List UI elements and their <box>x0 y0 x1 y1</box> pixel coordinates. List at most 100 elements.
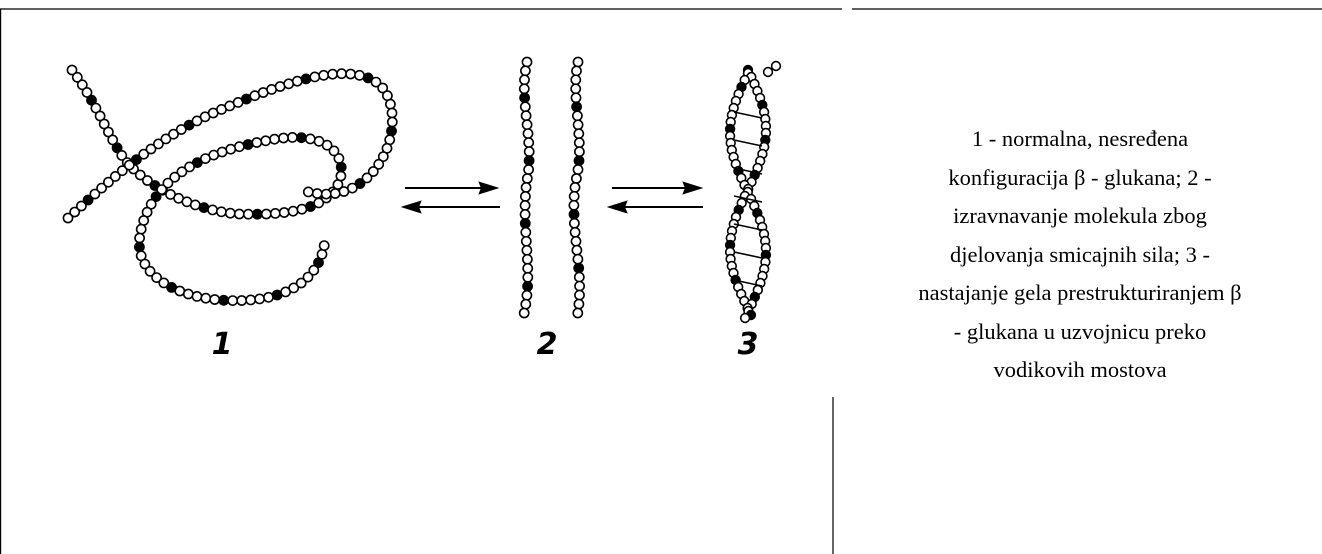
open-bead <box>296 203 308 215</box>
open-bead <box>151 272 162 283</box>
label-2: 2 <box>537 327 558 362</box>
filled-bead <box>519 92 530 104</box>
open-bead <box>367 166 379 177</box>
open-bead <box>158 277 170 289</box>
open-bead <box>209 294 221 305</box>
open-bead <box>521 173 533 184</box>
open-bead <box>739 312 751 324</box>
open-bead <box>518 83 530 95</box>
open-bead <box>254 293 265 305</box>
filled-bead <box>573 155 585 167</box>
open-bead <box>569 226 581 238</box>
filled-bead <box>251 208 263 220</box>
hydrogen-bond <box>733 195 763 203</box>
structure-1-tangled-chain <box>62 64 398 306</box>
open-bead <box>329 188 341 199</box>
open-bead <box>520 181 532 193</box>
open-bead <box>519 101 531 113</box>
structure-2-straight-chains <box>518 56 585 319</box>
open-bead <box>302 271 314 283</box>
open-bead <box>286 131 298 143</box>
open-bead <box>242 208 254 220</box>
open-bead <box>572 307 584 319</box>
open-bead <box>251 137 263 148</box>
filled-bead <box>523 155 535 166</box>
open-bead <box>520 235 532 247</box>
open-bead <box>224 207 236 219</box>
filled-bead <box>150 191 162 202</box>
open-bead <box>311 188 323 199</box>
open-bead <box>263 291 274 303</box>
open-bead <box>145 143 157 155</box>
open-bead <box>162 177 174 189</box>
open-bead <box>107 134 119 146</box>
open-bead <box>370 76 382 88</box>
open-bead <box>520 298 532 310</box>
filled-bead <box>82 194 94 206</box>
filled-bead <box>300 73 312 85</box>
open-bead <box>574 289 585 301</box>
open-bead <box>233 208 245 220</box>
open-bead <box>245 294 257 306</box>
open-bead <box>288 282 300 294</box>
open-bead <box>377 151 389 162</box>
open-bead <box>156 184 168 195</box>
open-bead <box>116 165 128 177</box>
label-1: 1 <box>212 327 233 362</box>
open-bead <box>287 205 299 217</box>
open-bead <box>318 240 330 251</box>
hydrogen-bond <box>733 251 763 259</box>
filled-bead <box>568 208 580 220</box>
filled-bead <box>571 101 582 113</box>
hydrogen-bond <box>733 167 763 175</box>
open-bead <box>182 288 194 300</box>
open-bead <box>569 217 580 229</box>
open-bead <box>523 137 535 148</box>
open-bead <box>523 146 535 157</box>
open-bead <box>573 298 585 310</box>
open-bead <box>233 141 245 153</box>
filled-bead <box>133 241 145 253</box>
open-bead <box>175 124 187 135</box>
open-bead <box>572 110 583 122</box>
hydrogen-bond <box>733 111 763 119</box>
open-bead <box>338 186 350 197</box>
open-bead <box>76 200 87 212</box>
filled-bead <box>573 262 585 274</box>
open-bead <box>573 128 585 140</box>
open-bead <box>523 164 534 175</box>
open-bead <box>522 271 534 283</box>
filled-bead <box>111 142 123 154</box>
open-bead <box>215 206 227 218</box>
open-bead <box>571 244 583 256</box>
filled-bead <box>386 125 397 137</box>
caption-line: nastajanje gela prestrukturiranjem β <box>918 280 1242 305</box>
open-bead <box>318 69 330 81</box>
open-bead <box>519 208 531 220</box>
filled-bead <box>242 139 254 150</box>
open-bead <box>278 132 289 144</box>
filled-bead <box>130 154 142 165</box>
equilibrium-arrows-1-2 <box>400 181 500 214</box>
open-bead <box>568 199 580 211</box>
open-bead <box>572 253 584 265</box>
open-bead <box>278 207 290 218</box>
open-bead <box>518 307 530 319</box>
figure-caption: 1 - normalna, nesređena konfiguracija β … <box>838 120 1322 390</box>
open-bead <box>571 65 582 77</box>
open-bead <box>96 182 107 194</box>
open-bead <box>308 264 320 276</box>
open-bead <box>520 226 532 238</box>
open-bead <box>519 74 530 86</box>
caption-line: 1 - normalna, nesređena <box>971 126 1189 151</box>
open-bead <box>295 277 307 289</box>
open-bead <box>336 68 347 80</box>
open-bead <box>521 56 533 68</box>
hydrogen-bond <box>733 223 763 231</box>
caption-line: - glukana u uzvojnicu preko <box>953 318 1207 344</box>
open-bead <box>573 271 585 283</box>
open-bead <box>520 65 531 77</box>
open-bead <box>189 199 201 211</box>
open-bead <box>522 253 533 265</box>
